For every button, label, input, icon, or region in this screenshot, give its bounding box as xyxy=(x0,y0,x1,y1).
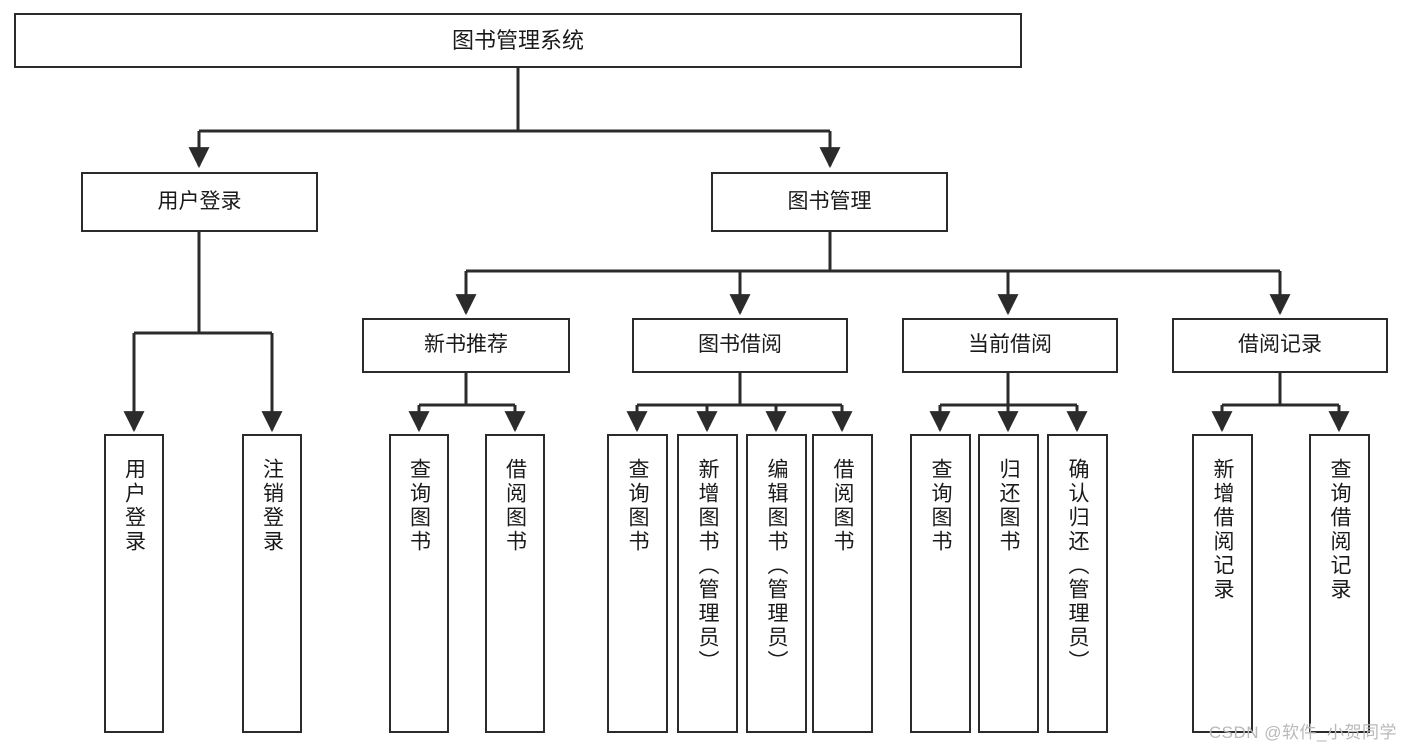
node-label: 编辑图书（管理员） xyxy=(765,458,788,674)
node-leaf-add-borrow-record[interactable]: 新增借阅记录 xyxy=(1192,434,1253,733)
node-new-book-recommendation[interactable]: 新书推荐 xyxy=(362,318,570,373)
node-label: 查询借阅记录 xyxy=(1328,458,1351,602)
node-leaf-borrow-book[interactable]: 借阅图书 xyxy=(812,434,873,733)
node-label: 新书推荐 xyxy=(424,333,508,357)
node-label: 当前借阅 xyxy=(968,333,1052,357)
node-book-borrowing[interactable]: 图书借阅 xyxy=(632,318,848,373)
node-leaf-user-login[interactable]: 用户登录 xyxy=(104,434,164,733)
node-label: 新增图书（管理员） xyxy=(696,458,719,674)
node-leaf-edit-book-admin[interactable]: 编辑图书（管理员） xyxy=(746,434,807,733)
node-leaf-logout[interactable]: 注销登录 xyxy=(242,434,302,733)
node-leaf-query-book-recommend[interactable]: 查询图书 xyxy=(389,434,449,733)
node-leaf-query-book-current[interactable]: 查询图书 xyxy=(910,434,971,733)
node-label: 图书管理 xyxy=(787,189,872,213)
node-label: 归还图书 xyxy=(997,458,1020,554)
node-label: 图书借阅 xyxy=(698,333,782,357)
node-book-management[interactable]: 图书管理 xyxy=(711,172,948,232)
node-label: 借阅记录 xyxy=(1238,333,1322,357)
node-leaf-return-book[interactable]: 归还图书 xyxy=(978,434,1039,733)
node-label: 确认归还（管理员） xyxy=(1066,458,1089,674)
node-borrowing-record[interactable]: 借阅记录 xyxy=(1172,318,1388,373)
node-label: 新增借阅记录 xyxy=(1211,458,1234,602)
csdn-watermark: CSDN @软件_小贺同学 xyxy=(1208,723,1397,742)
node-label: 注销登录 xyxy=(260,458,284,554)
node-leaf-query-borrow-record[interactable]: 查询借阅记录 xyxy=(1309,434,1370,733)
node-label: 查询图书 xyxy=(929,458,952,554)
node-label: 用户登录 xyxy=(122,458,146,554)
node-current-borrowing[interactable]: 当前借阅 xyxy=(902,318,1118,373)
node-label: 查询图书 xyxy=(626,458,649,554)
node-label: 借阅图书 xyxy=(831,458,854,554)
node-label: 用户登录 xyxy=(157,189,242,213)
node-root-book-management-system[interactable]: 图书管理系统 xyxy=(14,13,1022,68)
node-leaf-add-book-admin[interactable]: 新增图书（管理员） xyxy=(677,434,738,733)
node-leaf-query-book-borrow[interactable]: 查询图书 xyxy=(607,434,668,733)
node-user-login[interactable]: 用户登录 xyxy=(81,172,318,232)
node-label: 查询图书 xyxy=(407,458,431,554)
node-leaf-confirm-return-admin[interactable]: 确认归还（管理员） xyxy=(1047,434,1108,733)
node-label: 借阅图书 xyxy=(503,458,527,554)
node-leaf-borrow-book-recommend[interactable]: 借阅图书 xyxy=(485,434,545,733)
node-label: 图书管理系统 xyxy=(451,27,584,53)
